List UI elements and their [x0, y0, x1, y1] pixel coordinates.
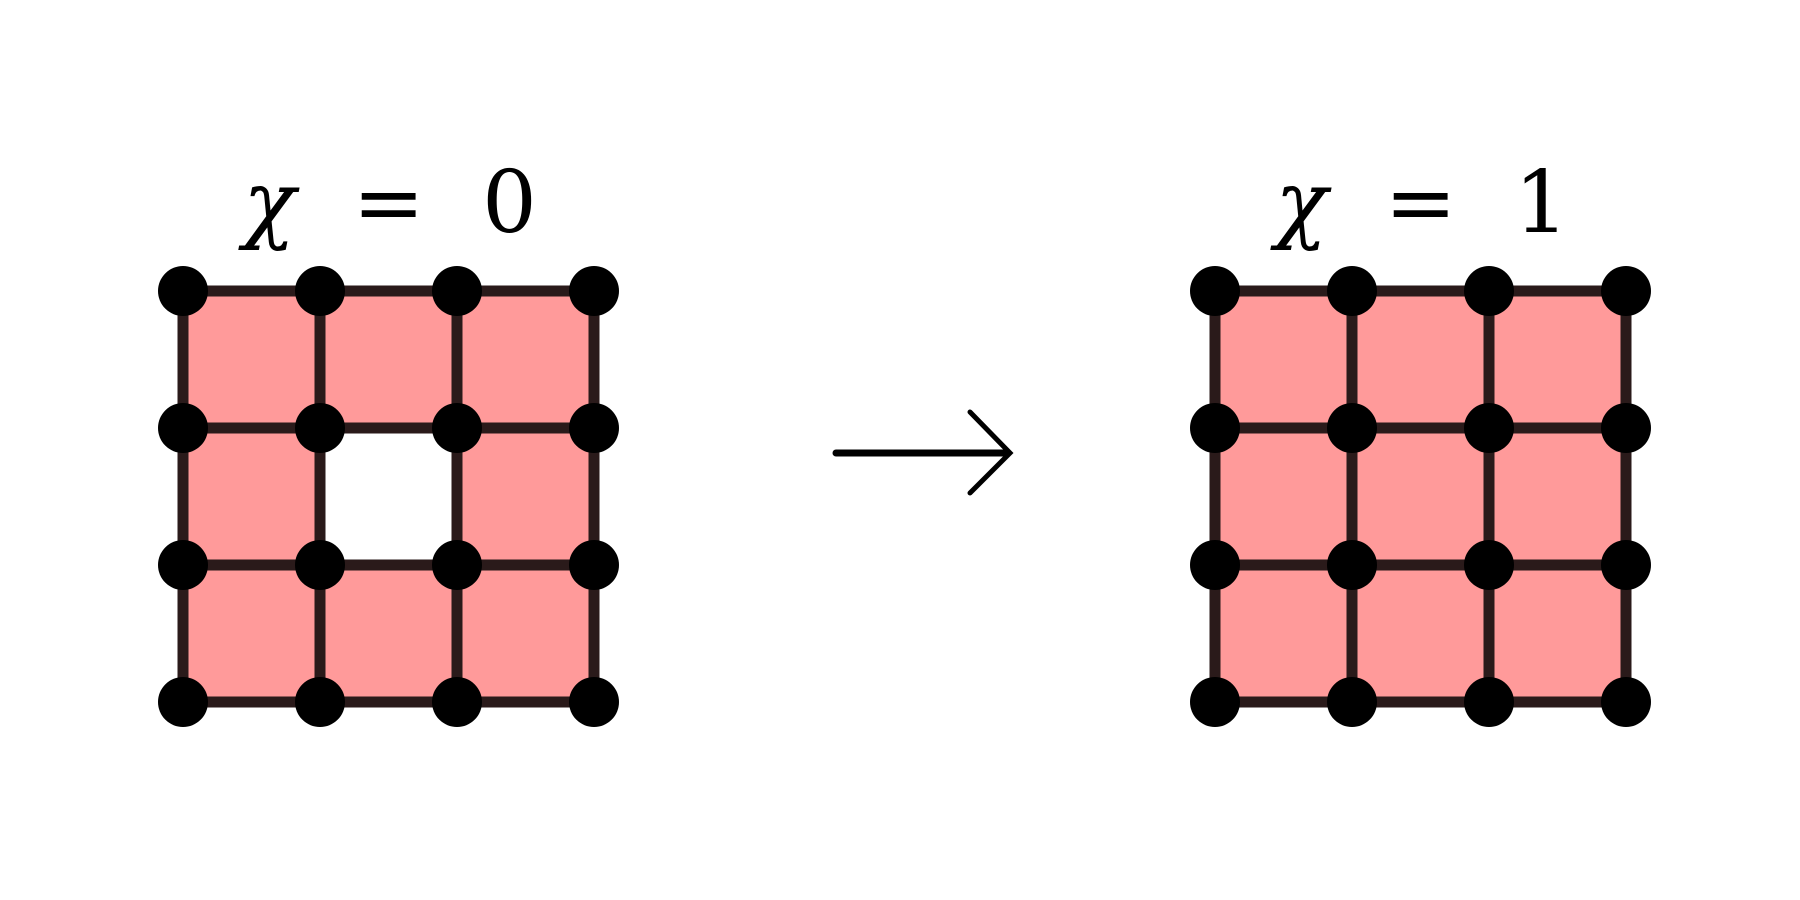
vertex: [1327, 403, 1377, 453]
right-euler-equals: =: [1385, 153, 1457, 253]
left-vertices: [158, 266, 619, 727]
right-arrow-icon: [832, 409, 1014, 496]
face: [1215, 428, 1352, 565]
vertex: [158, 677, 208, 727]
left-euler-equals: =: [353, 153, 425, 253]
vertex: [295, 403, 345, 453]
face: [457, 565, 594, 702]
face: [183, 565, 320, 702]
face: [1489, 291, 1626, 428]
right-euler-value: 1: [1514, 153, 1569, 253]
right-faces: [1215, 291, 1626, 702]
vertex: [1190, 403, 1240, 453]
right-complex: χ = 1: [1190, 153, 1651, 727]
face: [1215, 291, 1352, 428]
face: [1215, 565, 1352, 702]
vertex: [1464, 403, 1514, 453]
vertex: [158, 403, 208, 453]
vertex: [1190, 677, 1240, 727]
face: [320, 565, 457, 702]
arrow-head: [967, 409, 1014, 496]
vertex: [295, 266, 345, 316]
face: [1352, 565, 1489, 702]
left-faces: [183, 291, 594, 702]
left-euler-label: χ = 0: [238, 153, 537, 253]
vertex: [1464, 540, 1514, 590]
vertex: [1601, 403, 1651, 453]
vertex: [1190, 266, 1240, 316]
vertex: [158, 266, 208, 316]
face: [1489, 428, 1626, 565]
vertex: [1190, 540, 1240, 590]
vertex: [1464, 677, 1514, 727]
vertex: [295, 540, 345, 590]
vertex: [432, 266, 482, 316]
vertex: [1327, 677, 1377, 727]
vertex: [569, 540, 619, 590]
face: [183, 428, 320, 565]
face: [320, 291, 457, 428]
vertex: [1601, 540, 1651, 590]
vertex: [432, 403, 482, 453]
vertex: [569, 403, 619, 453]
vertex: [1601, 266, 1651, 316]
vertex: [569, 677, 619, 727]
face: [457, 291, 594, 428]
left-euler-symbol: χ: [238, 153, 300, 253]
vertex: [432, 540, 482, 590]
left-euler-value: 0: [482, 153, 537, 253]
face: [183, 291, 320, 428]
left-complex: χ = 0: [158, 153, 619, 727]
vertex: [1464, 266, 1514, 316]
vertex: [158, 540, 208, 590]
face: [457, 428, 594, 565]
vertex: [569, 266, 619, 316]
vertex: [1327, 540, 1377, 590]
vertex: [1601, 677, 1651, 727]
face: [1352, 291, 1489, 428]
right-euler-label: χ = 1: [1270, 153, 1569, 253]
right-vertices: [1190, 266, 1651, 727]
face: [1352, 428, 1489, 565]
vertex: [432, 677, 482, 727]
right-euler-symbol: χ: [1270, 153, 1332, 253]
face: [1489, 565, 1626, 702]
vertex: [295, 677, 345, 727]
vertex: [1327, 266, 1377, 316]
